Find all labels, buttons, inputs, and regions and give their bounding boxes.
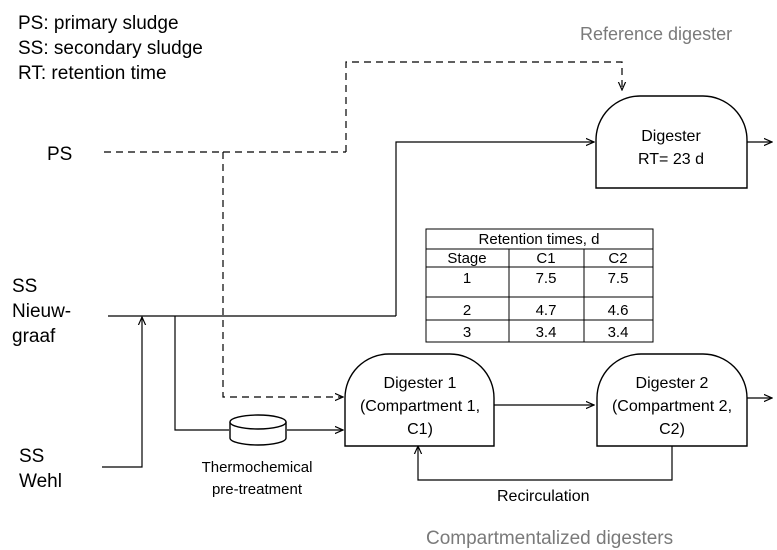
compartmentalized-digesters-title: Compartmentalized digesters bbox=[426, 528, 673, 549]
ss-to-pretreatment-line bbox=[174, 316, 229, 431]
pretreatment-label-line2: pre-treatment bbox=[212, 481, 303, 498]
table-cell: 2 bbox=[463, 302, 471, 319]
retention-times-table: Retention times, d Stage C1 C2 1 7.5 7.5… bbox=[425, 228, 654, 343]
input-ss-nieuwgraaf-line2: Nieuw- bbox=[12, 301, 71, 322]
recirculation-line bbox=[418, 446, 673, 481]
digester1-title: Digester 1 bbox=[384, 375, 457, 392]
ps-dashed-line-to-digester1 bbox=[222, 152, 343, 397]
input-ss-wehl-line2: Wehl bbox=[19, 471, 62, 492]
reference-digester-box: Digester RT= 23 d bbox=[595, 95, 748, 189]
table-title: Retention times, d bbox=[479, 231, 600, 248]
reference-digester-title: Reference digester bbox=[580, 24, 732, 44]
table-cell: 3.4 bbox=[536, 324, 557, 341]
digester2-line3: C2) bbox=[659, 421, 685, 438]
table-cell: 3.4 bbox=[608, 324, 629, 341]
table-cell: 1 bbox=[463, 270, 471, 287]
table-header-c1: C1 bbox=[536, 250, 555, 267]
input-ps-label: PS bbox=[47, 144, 72, 165]
legend-item-rt: RT: retention time bbox=[18, 63, 167, 84]
ss-to-reference-line bbox=[395, 142, 594, 316]
digester2-box: Digester 2 (Compartment 2, C2) bbox=[596, 353, 748, 447]
digester2-line2: (Compartment 2, bbox=[612, 398, 732, 415]
pretreatment-cylinder-icon bbox=[229, 414, 287, 446]
input-ss-nieuwgraaf-line1: SS bbox=[12, 276, 37, 297]
input-ss-nieuwgraaf-line3: graaf bbox=[12, 326, 56, 347]
pretreatment-label-line1: Thermochemical bbox=[202, 459, 313, 476]
table-cell: 4.6 bbox=[608, 302, 629, 319]
reference-digester-rt: RT= 23 d bbox=[638, 151, 704, 168]
reference-digester-label: Digester bbox=[641, 128, 701, 145]
digester1-box: Digester 1 (Compartment 1, C1) bbox=[344, 353, 495, 447]
input-ss-wehl-line1: SS bbox=[19, 446, 44, 467]
table-cell: 4.7 bbox=[536, 302, 557, 319]
ps-dashed-line-to-reference bbox=[104, 61, 622, 153]
legend-item-ps: PS: primary sludge bbox=[18, 13, 179, 34]
ss-wehl-line bbox=[102, 317, 142, 468]
digester1-line2: (Compartment 1, bbox=[360, 398, 480, 415]
recirculation-label: Recirculation bbox=[497, 488, 589, 505]
table-cell: 7.5 bbox=[608, 270, 629, 287]
table-header-stage: Stage bbox=[447, 250, 486, 267]
digester2-title: Digester 2 bbox=[636, 375, 709, 392]
digester1-line3: C1) bbox=[407, 421, 433, 438]
legend-item-ss: SS: secondary sludge bbox=[18, 38, 203, 59]
legend: PS: primary sludge SS: secondary sludge … bbox=[18, 13, 203, 84]
table-header-c2: C2 bbox=[608, 250, 627, 267]
table-cell: 7.5 bbox=[536, 270, 557, 287]
table-cell: 3 bbox=[463, 324, 471, 341]
